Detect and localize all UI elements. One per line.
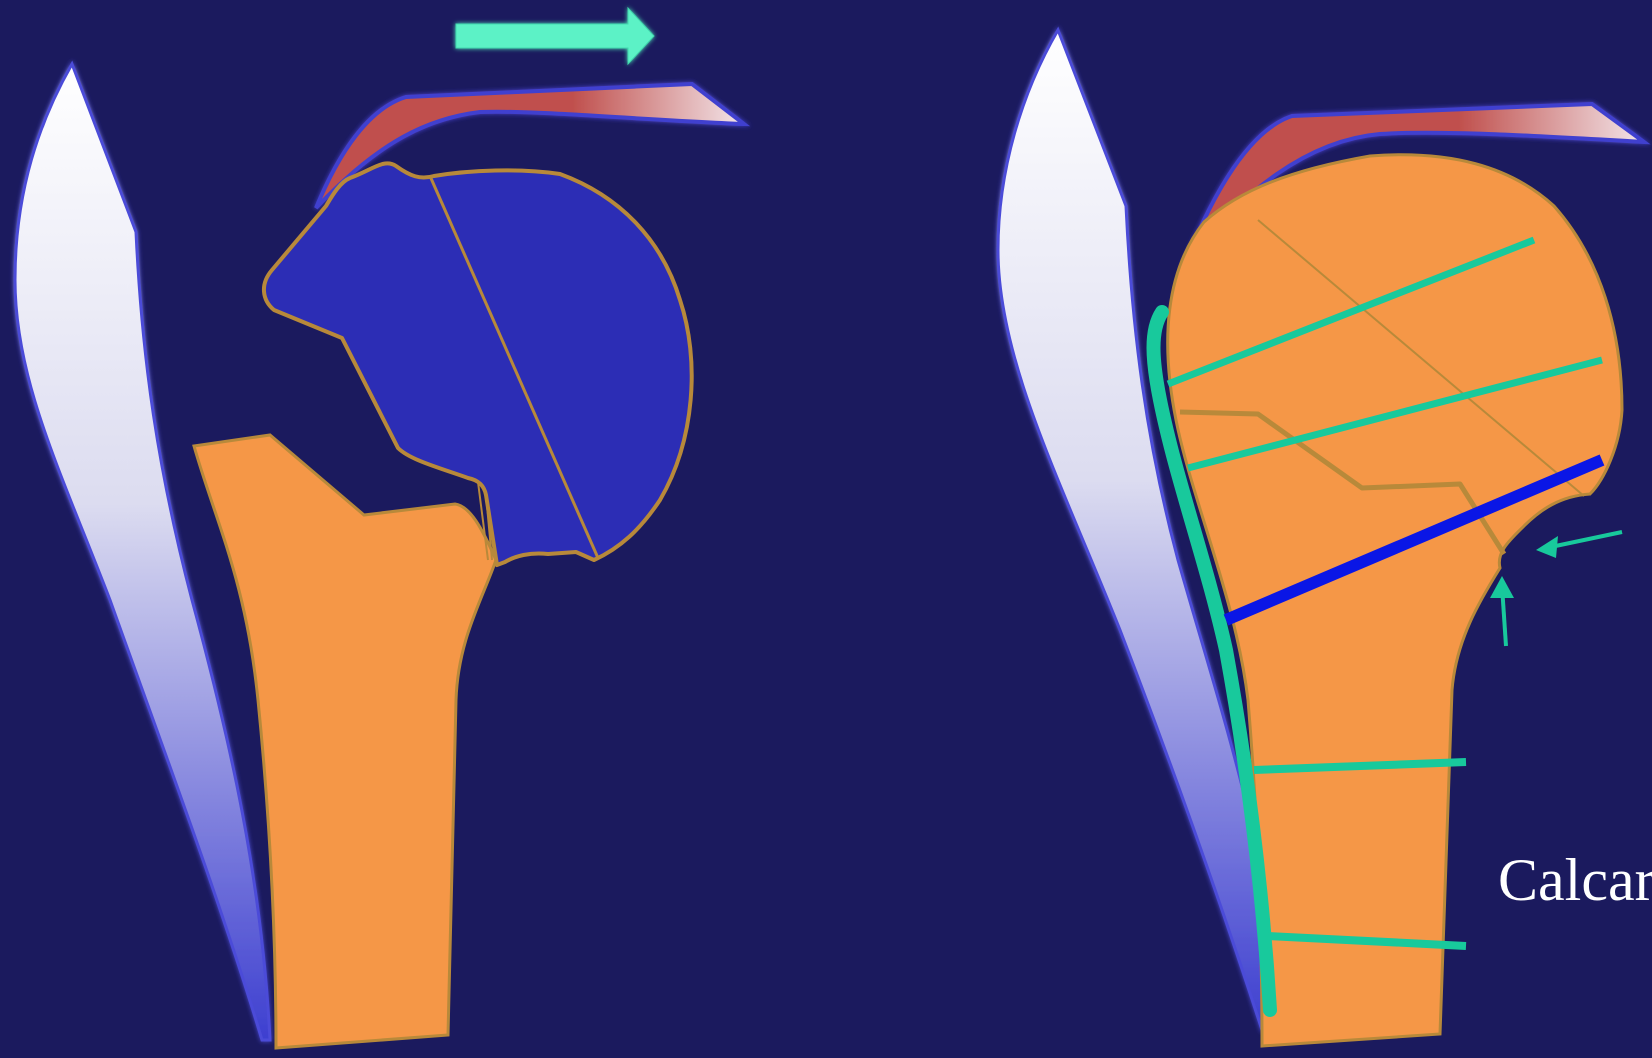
right-figure	[996, 26, 1651, 1048]
left-head-fragment	[262, 161, 694, 567]
fixation-plate	[1146, 305, 1277, 1017]
right-arrow-icon	[455, 6, 655, 66]
left-scapula	[13, 60, 272, 1042]
left-fragment-edge	[477, 481, 493, 561]
right-humerus	[1166, 153, 1624, 1048]
right-scapula	[996, 26, 1279, 1033]
right-fracture-line-stepped	[1179, 409, 1507, 556]
calcar-screw	[1223, 454, 1605, 626]
fixation-screw	[1267, 932, 1467, 950]
fixation-screw	[1166, 236, 1536, 388]
right-supraspinatus-muscle	[1180, 101, 1651, 272]
left-arrow-icon	[1536, 530, 1623, 558]
fixation-screw	[1187, 356, 1603, 472]
left-fracture-line	[428, 175, 600, 559]
fixation-screw	[1253, 758, 1467, 774]
calcar-label: Calcar	[1498, 847, 1652, 913]
up-arrow-icon	[1490, 576, 1514, 647]
left-figure	[13, 6, 751, 1050]
left-supraspinatus-muscle	[314, 81, 751, 210]
right-fracture-line-oblique	[1257, 219, 1585, 497]
